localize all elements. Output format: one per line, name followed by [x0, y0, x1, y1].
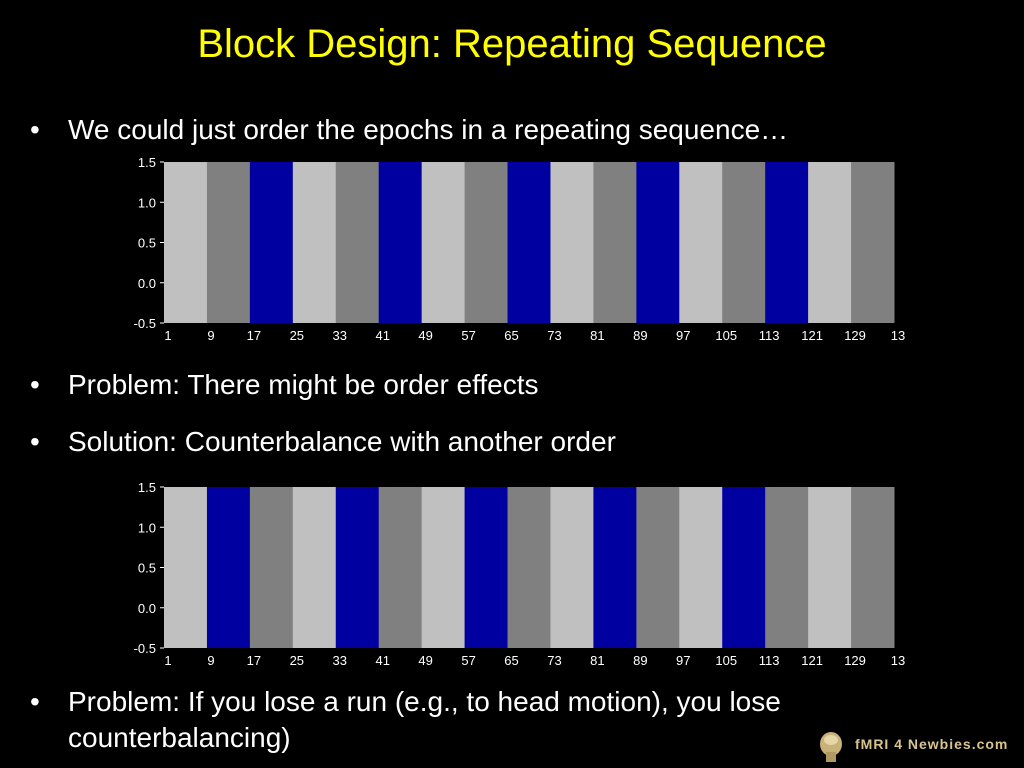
block-blue — [765, 162, 809, 323]
x-tick-label: 57 — [461, 328, 475, 343]
x-tick-label: 65 — [504, 328, 518, 343]
x-tick-label: 97 — [676, 653, 690, 668]
block-dark — [507, 487, 551, 648]
block-light — [808, 487, 852, 648]
x-tick-label: 1 — [164, 328, 171, 343]
x-tick-label: 73 — [547, 653, 561, 668]
block-dark — [335, 162, 380, 323]
block-light — [679, 162, 723, 323]
bullet-dot: • — [30, 114, 40, 145]
bullet-lose-run: • Problem: If you lose a run (e.g., to h… — [30, 684, 1020, 756]
x-tick-label: 17 — [247, 328, 261, 343]
x-tick-label: 13 — [891, 328, 905, 343]
y-tick-label: 0.0 — [138, 601, 156, 616]
block-dark — [249, 487, 294, 648]
y-tick-label: 1.0 — [138, 195, 156, 210]
x-tick-label: 81 — [590, 328, 604, 343]
block-light — [421, 487, 466, 648]
block-light — [421, 162, 466, 323]
bullet-dot: • — [30, 686, 40, 717]
block-dark — [765, 487, 809, 648]
y-tick-label: 1.5 — [138, 480, 156, 495]
block-blue — [722, 487, 766, 648]
block-light — [550, 487, 594, 648]
x-tick-label: 41 — [375, 328, 389, 343]
x-tick-label: 1 — [164, 653, 171, 668]
x-tick-label: 73 — [547, 328, 561, 343]
block-blue — [249, 162, 294, 323]
x-tick-label: 41 — [375, 653, 389, 668]
slide-title: Block Design: Repeating Sequence — [197, 22, 827, 66]
block-light — [679, 487, 723, 648]
x-tick-label: 57 — [461, 653, 475, 668]
bullet-text: Problem: There might be order effects — [68, 369, 539, 400]
x-tick-label: 113 — [759, 653, 780, 668]
x-tick-label: 97 — [676, 328, 690, 343]
block-dark — [378, 487, 423, 648]
x-tick-label: 49 — [418, 328, 432, 343]
bullet-dot: • — [30, 369, 40, 400]
x-tick-label: 113 — [759, 328, 780, 343]
x-tick-label: 89 — [633, 653, 647, 668]
head-icon — [820, 732, 842, 762]
x-tick-label: 121 — [801, 328, 823, 343]
y-tick-label: 0.5 — [138, 236, 156, 251]
block-blue — [378, 162, 423, 323]
x-tick-label: 81 — [590, 653, 604, 668]
x-tick-label: 65 — [504, 653, 518, 668]
block-blue — [335, 487, 380, 648]
block-light — [808, 162, 852, 323]
block-blue — [507, 162, 551, 323]
x-tick-label: 33 — [333, 328, 347, 343]
block-dark — [464, 162, 509, 323]
x-tick-label: 121 — [801, 653, 823, 668]
x-tick-label: 13 — [891, 653, 905, 668]
block-blue — [464, 487, 509, 648]
logo-text: fMRI 4 Newbies.com — [855, 736, 1009, 752]
block-dark — [593, 162, 637, 323]
y-tick-label: 0.0 — [138, 276, 156, 291]
block-light — [550, 162, 594, 323]
chart-order-1: 1.5 1.0 0.5 0.0 -0.5 1 9 17 25 33 41 49 57 65 73 81 89 97… — [134, 155, 906, 343]
x-tick-label: 25 — [290, 328, 304, 343]
y-tick-label: 1.0 — [138, 520, 156, 535]
x-tick-label: 9 — [207, 328, 214, 343]
y-tick-label: -0.5 — [134, 316, 156, 331]
block-dark — [851, 162, 895, 323]
block-light — [292, 487, 337, 648]
bullet-text: We could just order the epochs in a repe… — [68, 114, 789, 145]
block-blue — [206, 487, 251, 648]
x-tick-label: 49 — [418, 653, 432, 668]
bullet-dot: • — [30, 426, 40, 457]
bullet-repeating-sequence: • We could just order the epochs in a re… — [30, 112, 1020, 148]
x-tick-label: 33 — [333, 653, 347, 668]
y-tick-label: 0.5 — [138, 561, 156, 576]
fmri4newbies-logo: fMRI 4 Newbies.com — [815, 730, 1020, 766]
block-dark — [851, 487, 895, 648]
x-tick-label: 9 — [207, 653, 214, 668]
bullet-text: Solution: Counterbalance with another or… — [68, 426, 616, 457]
y-tick-label: -0.5 — [134, 641, 156, 656]
x-tick-label: 105 — [715, 328, 737, 343]
block-blue — [636, 162, 680, 323]
x-tick-label: 105 — [715, 653, 737, 668]
block-dark — [206, 162, 251, 323]
bullet-counterbalance: • Solution: Counterbalance with another … — [30, 424, 1020, 460]
x-tick-label: 25 — [290, 653, 304, 668]
block-dark — [636, 487, 680, 648]
chart-order-2: 1.5 1.0 0.5 0.0 -0.5 1 9 17 25 33 41 49 57 65 73 81 89 97… — [134, 480, 906, 668]
bullet-text: Problem: If you lose a run (e.g., to hea… — [68, 686, 781, 753]
bullet-order-effects: • Problem: There might be order effects — [30, 367, 1020, 403]
block-blue — [593, 487, 637, 648]
x-tick-label: 129 — [844, 653, 866, 668]
block-light — [292, 162, 337, 323]
y-tick-label: 1.5 — [138, 155, 156, 170]
block-light — [164, 487, 208, 648]
block-light — [164, 162, 208, 323]
x-tick-label: 17 — [247, 653, 261, 668]
x-tick-label: 89 — [633, 328, 647, 343]
x-tick-label: 129 — [844, 328, 866, 343]
block-dark — [722, 162, 766, 323]
